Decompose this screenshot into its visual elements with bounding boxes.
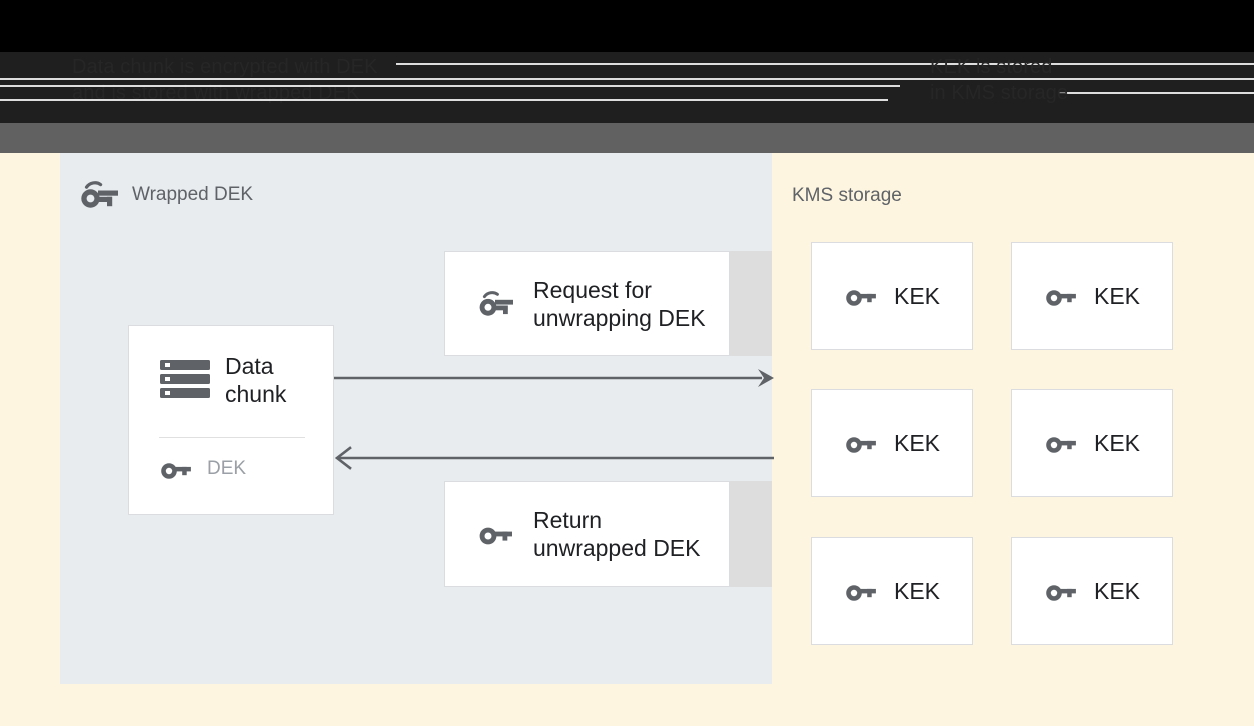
kek-box[interactable]: KEK (1011, 389, 1173, 497)
caption-strike-line (0, 85, 900, 87)
kek-label: KEK (1093, 578, 1141, 604)
key-icon (844, 283, 878, 309)
kek-label: KEK (1093, 430, 1141, 456)
request-unwrapping-card[interactable]: Request for unwrapping DEK (444, 251, 730, 356)
server-icon (159, 358, 211, 402)
card-divider (159, 437, 305, 438)
data-chunk-title: Data chunk (225, 353, 287, 407)
key-icon (844, 578, 878, 604)
caption-strike-line (0, 99, 888, 101)
return-unwrapped-card[interactable]: Return unwrapped DEK (444, 481, 730, 587)
kek-box[interactable]: KEK (1011, 537, 1173, 645)
band-notch (0, 118, 62, 124)
request-card-clip (730, 251, 772, 356)
request-card-text: Request for unwrapping DEK (533, 276, 706, 331)
return-card-clip (730, 481, 772, 587)
dek-label: DEK (207, 458, 247, 479)
kms-storage-label: KMS storage (792, 185, 902, 206)
wrapped-key-icon (78, 180, 120, 210)
kek-label: KEK (893, 578, 941, 604)
kek-box[interactable]: KEK (811, 242, 973, 350)
key-icon (1044, 430, 1078, 456)
arrow-right-filled-icon (334, 366, 774, 390)
caption-strike-line (396, 63, 1254, 65)
caption-strike-line (0, 78, 1254, 80)
caption-strike-line (1058, 92, 1254, 94)
kek-label: KEK (893, 430, 941, 456)
arrow-left-open-icon (334, 446, 774, 470)
key-icon (477, 520, 515, 548)
kek-box[interactable]: KEK (1011, 242, 1173, 350)
kek-label: KEK (893, 283, 941, 309)
return-card-text: Return unwrapped DEK (533, 507, 701, 561)
data-chunk-card[interactable]: Data chunk DEK (128, 325, 334, 515)
top-black-bar (0, 0, 1254, 52)
key-icon (844, 430, 878, 456)
key-icon (1044, 578, 1078, 604)
kek-label: KEK (1093, 283, 1141, 309)
kek-box[interactable]: KEK (811, 537, 973, 645)
wrapped-dek-label: Wrapped DEK (132, 184, 254, 205)
wrapped-key-icon (477, 290, 515, 318)
key-icon (159, 456, 193, 482)
kek-box[interactable]: KEK (811, 389, 973, 497)
caption-right-text: KEK is stored in KMS storage (930, 56, 1069, 104)
key-icon (1044, 283, 1078, 309)
caption-left-text: Data chunk is encrypted with DEK and is … (72, 56, 378, 104)
gray-separator-band (0, 123, 1254, 153)
